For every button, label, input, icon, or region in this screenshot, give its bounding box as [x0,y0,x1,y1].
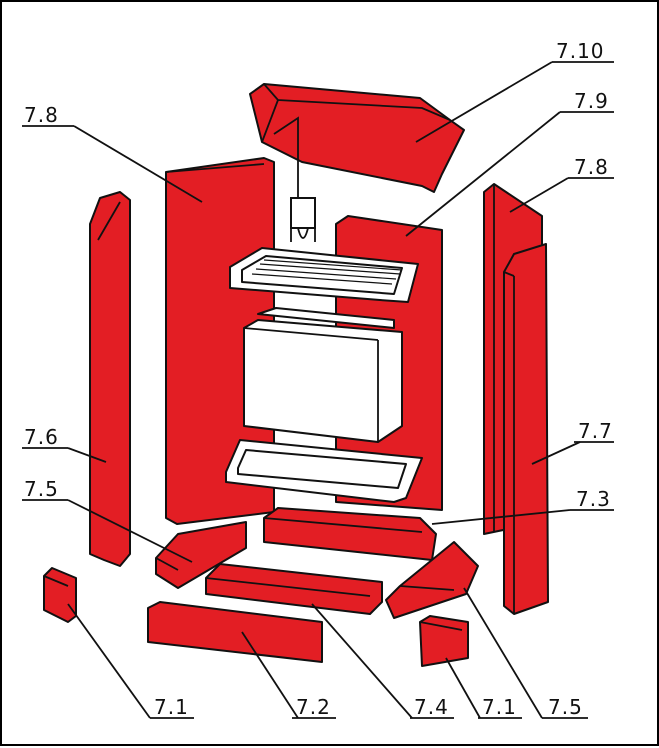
part-7-7-right-panel [503,243,549,615]
label-7-8-right: 7.8 [574,155,609,179]
label-7-3: 7.3 [576,487,611,511]
label-7-10: 7.10 [556,39,605,63]
label-7-9: 7.9 [574,89,609,113]
part-7-1-right-block [419,615,469,667]
part-rod-assembly [273,116,316,242]
part-7-10-top-baffle [249,83,465,193]
part-7-6-left-panel [89,191,131,567]
label-7-1-right: 7.1 [482,695,517,719]
part-labels: 7.10 7.9 7.8 7.8 7.6 7.7 7.5 7.3 7.1 7.2… [22,39,614,719]
label-7-7: 7.7 [578,419,613,443]
label-7-6: 7.6 [24,425,59,449]
part-7-5-right-wedge [385,541,479,619]
label-7-1-left: 7.1 [154,695,189,719]
part-7-1-left-block [43,567,77,623]
part-grate [229,247,419,303]
label-7-5-left: 7.5 [24,477,59,501]
part-ash-box [243,307,403,443]
part-7-3-brick [263,507,437,561]
label-7-4: 7.4 [414,695,449,719]
leader-lines [67,61,581,719]
part-7-4-brick [205,563,383,615]
part-7-2-brick [147,601,323,663]
part-ash-tray [225,439,423,503]
part-7-5-left-wedge [155,521,247,589]
label-7-2: 7.2 [296,695,331,719]
label-7-5-right: 7.5 [548,695,583,719]
label-7-8-left: 7.8 [24,103,59,127]
